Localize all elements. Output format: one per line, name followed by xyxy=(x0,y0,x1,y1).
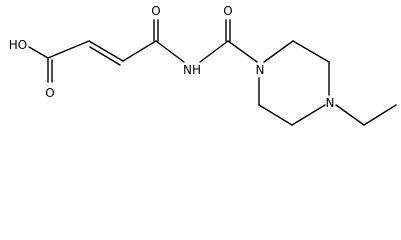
bond-c1-c2 xyxy=(47,40,90,59)
bond-c4-nh xyxy=(155,40,185,63)
bond-n4-cc xyxy=(291,104,326,126)
bond-ethyl-c1-c2 xyxy=(363,104,397,126)
bond-n4-ethyl-c1 xyxy=(335,104,365,126)
atom-hydroxyl: HO xyxy=(9,38,27,52)
bond-c5-n1 xyxy=(227,40,258,63)
bond-cc-cd xyxy=(258,104,293,126)
bond-c3-c4 xyxy=(122,40,157,62)
atom-piperazine-n1: N xyxy=(256,63,265,77)
atom-carbamoyl-oxygen: O xyxy=(223,4,232,18)
atom-amide-nitrogen: NH xyxy=(183,63,201,77)
bond-ca-cb xyxy=(292,40,330,63)
atom-piperazine-n4: N xyxy=(326,96,335,110)
atom-ketone-oxygen: O xyxy=(151,4,160,18)
bond-nh-c5 xyxy=(199,40,229,63)
structure-diagram: HO O O NH O N N xyxy=(9,4,397,126)
atom-carboxyl-oxygen: O xyxy=(45,86,54,100)
bond-n1-ca xyxy=(263,40,294,63)
bond-ho-c1 xyxy=(28,46,49,59)
bond-c2-c3-double-a xyxy=(88,40,124,62)
bond-c2-c3-double-b xyxy=(89,46,121,66)
